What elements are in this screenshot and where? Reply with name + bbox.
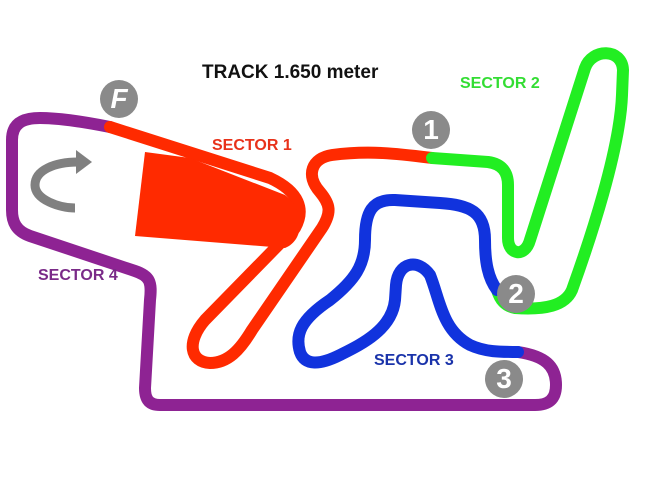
sector-2-label: SECTOR 2 — [460, 75, 540, 92]
sector-1-label: SECTOR 1 — [212, 137, 292, 154]
sector-4-label: SECTOR 4 — [38, 267, 118, 284]
track-sector-3 — [292, 193, 524, 369]
track-sector-4 — [6, 112, 562, 411]
finish-marker: F — [100, 80, 138, 118]
sector-3-label: SECTOR 3 — [374, 352, 454, 369]
split-3-marker: 3 — [485, 360, 523, 398]
direction-arrow-icon — [30, 150, 92, 213]
track-title: TRACK 1.650 meter — [202, 62, 379, 83]
track-sector-1-wedge — [135, 152, 300, 248]
split-1-marker: 1 — [412, 111, 450, 149]
split-2-marker: 2 — [497, 275, 535, 313]
